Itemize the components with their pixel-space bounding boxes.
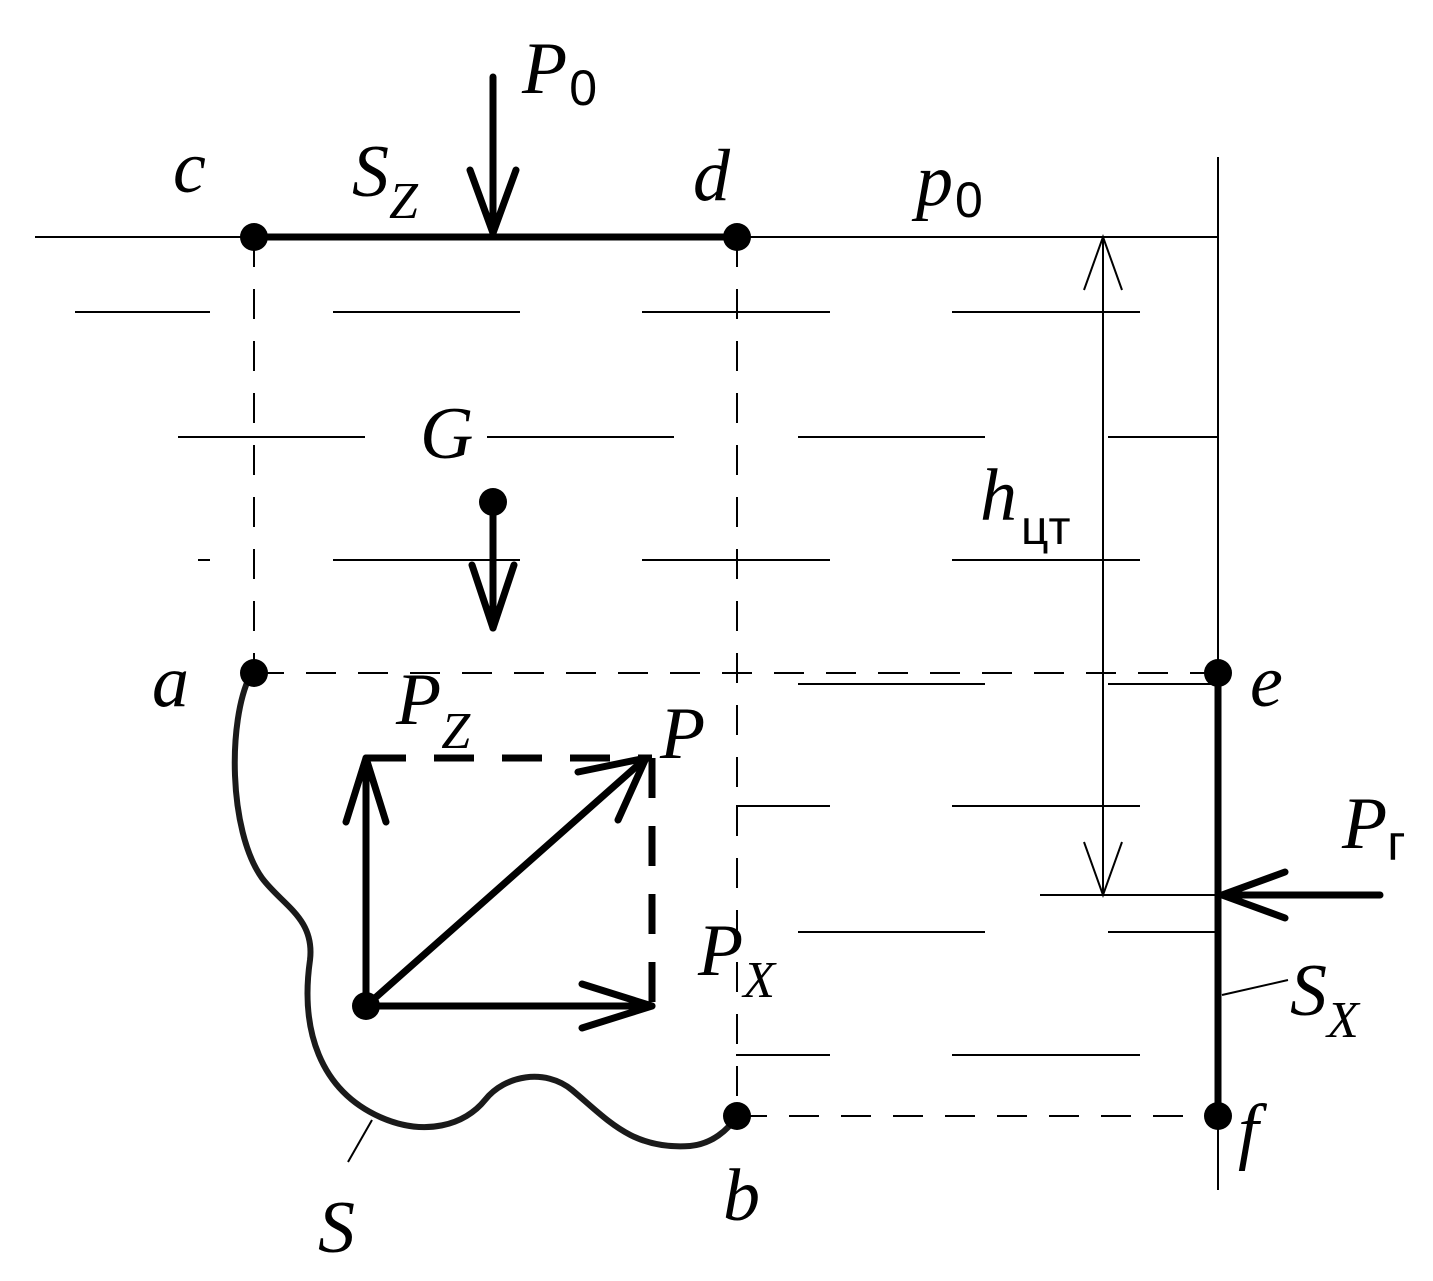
curved-surface-s	[231, 673, 740, 1150]
force-parallelogram	[342, 754, 656, 1032]
sx-leader-line	[1221, 979, 1289, 996]
label-sz: SZ	[352, 131, 419, 230]
label-p0-pressure: p0	[911, 140, 983, 228]
pg-force-arrow	[1218, 868, 1384, 922]
label-p: P	[659, 693, 705, 775]
key-points	[240, 223, 1232, 1130]
point-label-a: a	[152, 641, 189, 723]
label-s: S	[318, 1187, 355, 1269]
p0-force-arrow	[466, 73, 520, 237]
label-sx: SX	[1290, 950, 1361, 1049]
point-label-e: e	[1250, 641, 1283, 723]
point-label-c: c	[173, 127, 206, 209]
label-pz: PZ	[395, 659, 471, 760]
s-leader-line	[347, 1119, 373, 1163]
label-pg: Pг	[1341, 783, 1405, 871]
label-h: hцт	[980, 455, 1070, 555]
label-g: G	[420, 393, 473, 475]
point-label-d: d	[693, 135, 731, 217]
projection-lines	[253, 237, 1218, 1117]
weight-arrow	[468, 488, 518, 632]
depth-dimension	[1083, 234, 1123, 898]
label-p0: P0	[521, 28, 597, 116]
point-label-b: b	[723, 1155, 760, 1237]
point-label-f: f	[1238, 1090, 1268, 1172]
label-px: PX	[697, 910, 777, 1009]
